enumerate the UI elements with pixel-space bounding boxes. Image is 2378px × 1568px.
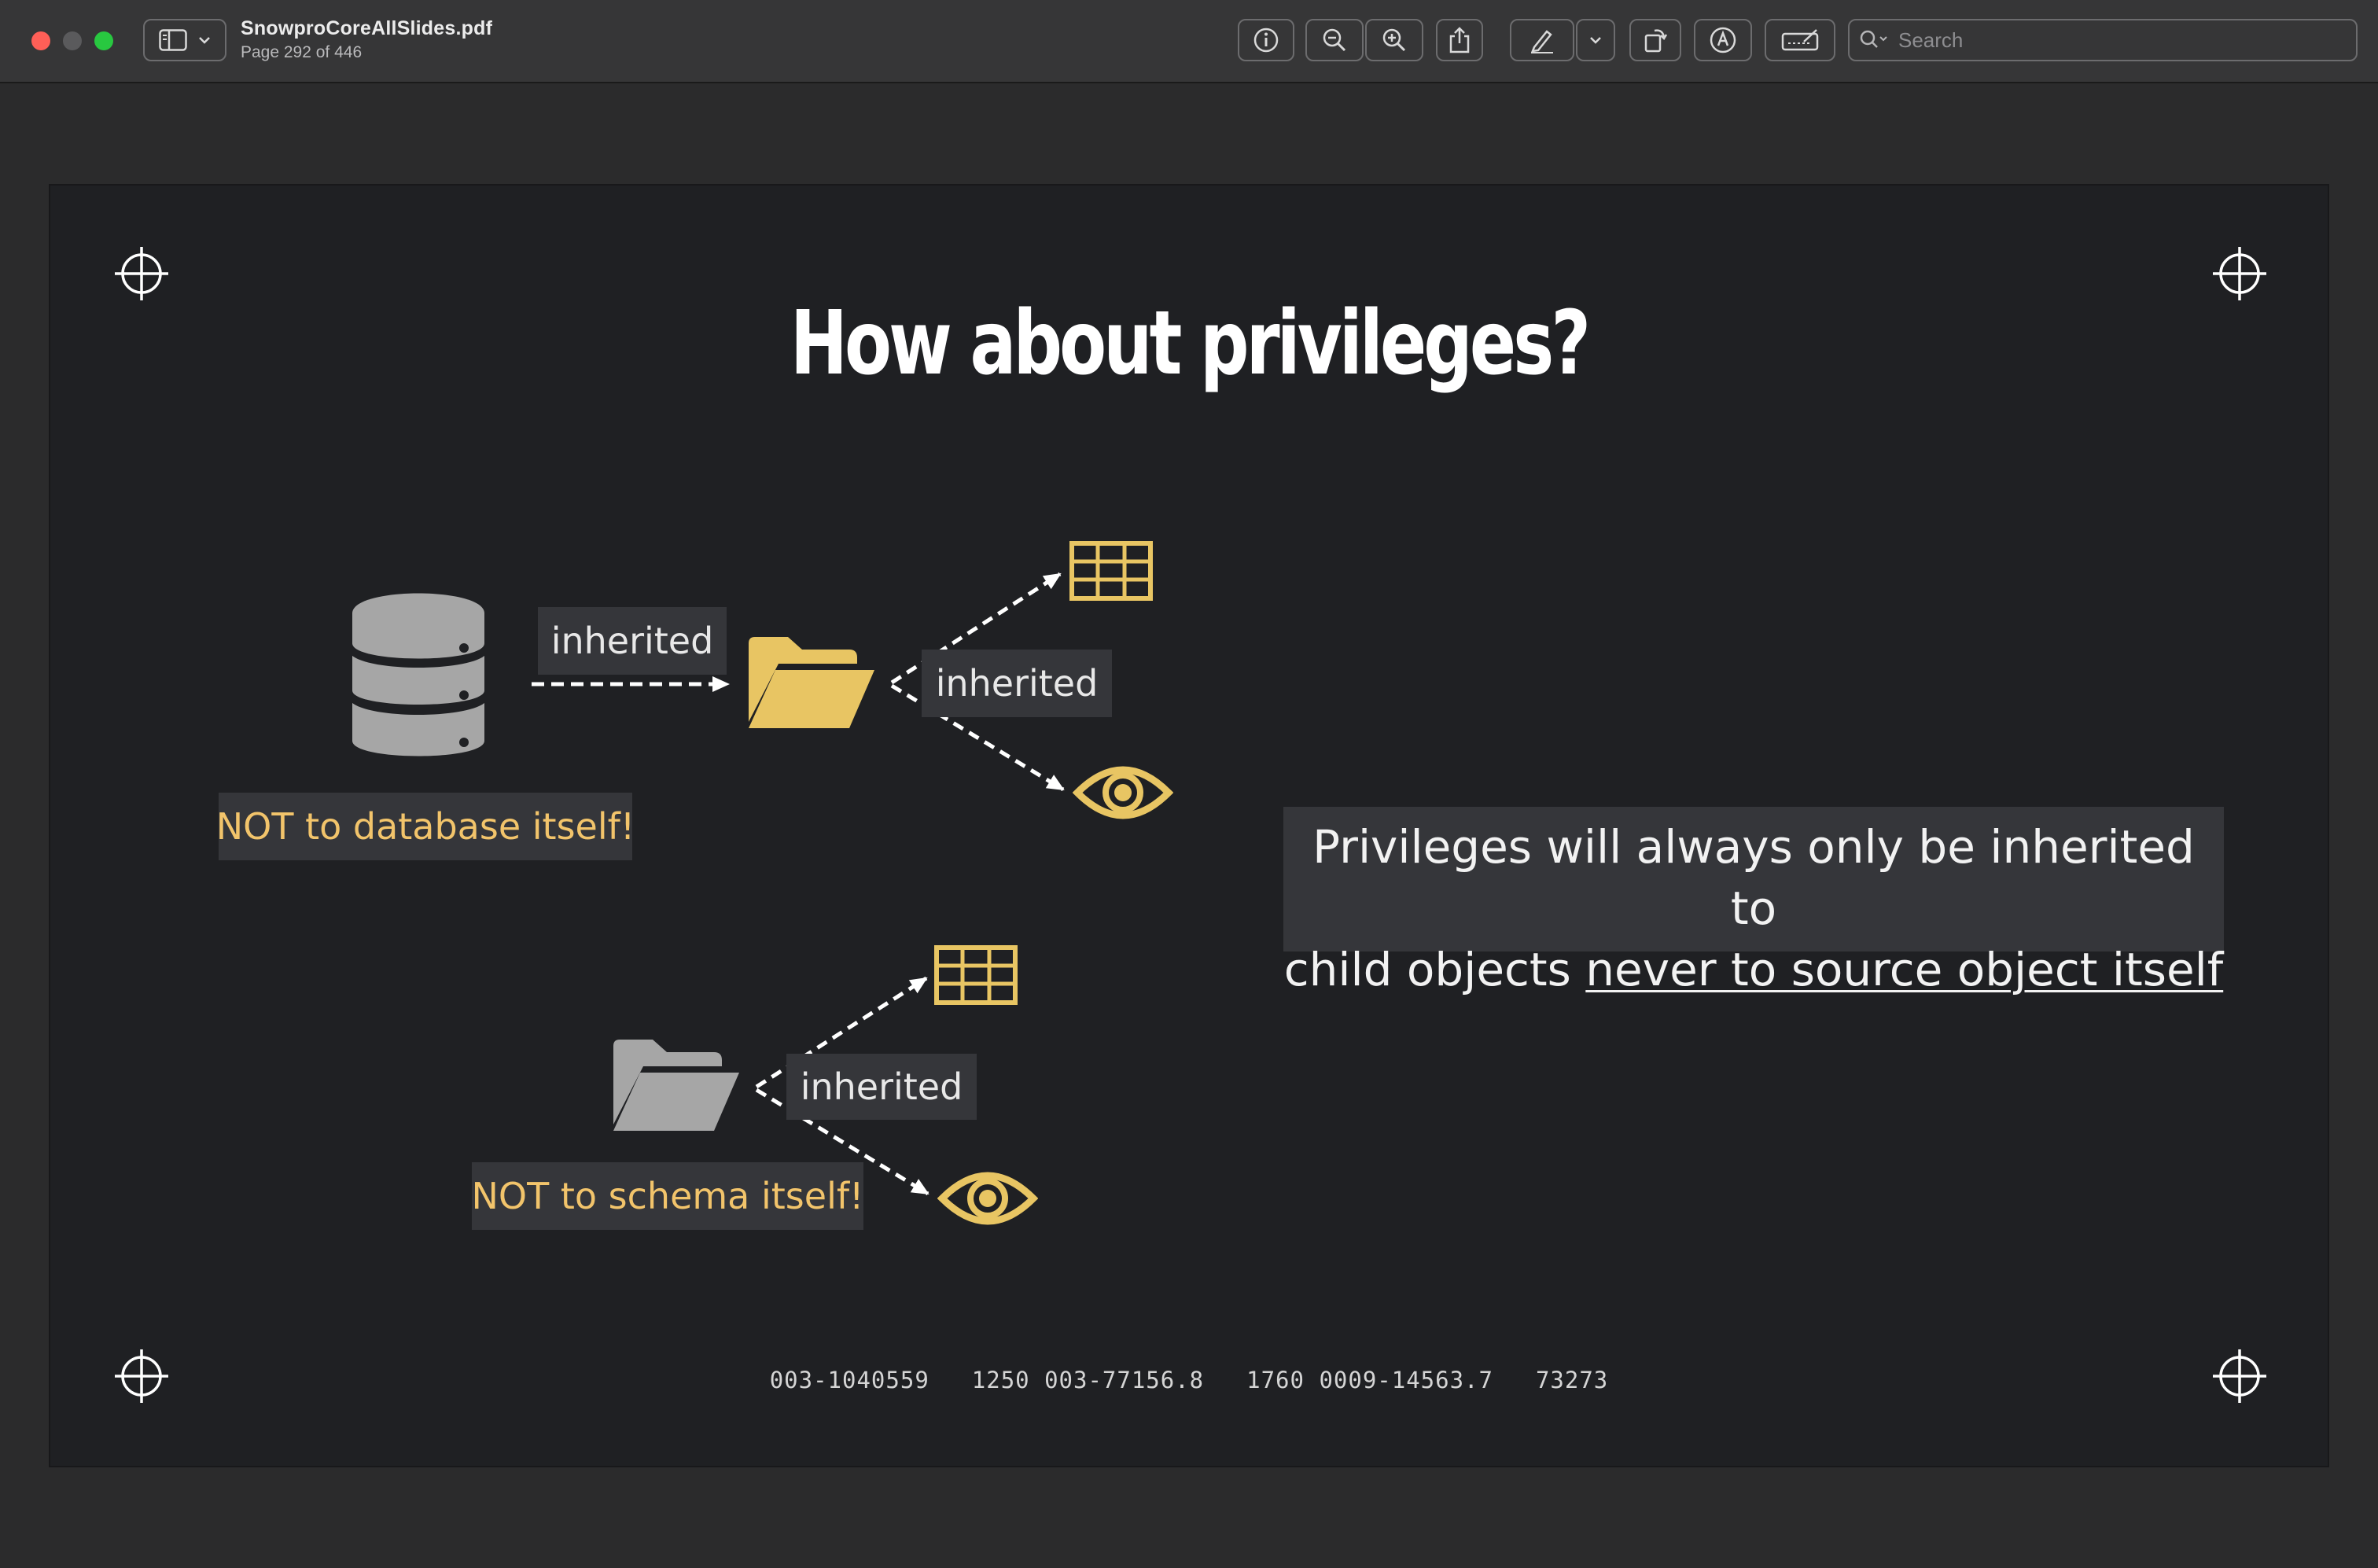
view-eye-icon (1073, 766, 1173, 819)
crosshair-icon (115, 247, 168, 300)
share-icon (1449, 27, 1470, 53)
rotate-icon (1644, 29, 1668, 53)
note-line-2: child objects never to source object its… (1283, 939, 2224, 1000)
privileges-note: Privileges will always only be inherited… (1283, 807, 2224, 996)
document-title: SnowproCoreAllSlides.pdf (241, 17, 493, 39)
chevron-down-icon (1590, 37, 1601, 44)
signature-button[interactable] (1765, 19, 1835, 61)
markup-circle-icon (1710, 27, 1736, 53)
zoom-in-icon (1382, 28, 1406, 52)
note-line-2-underlined: never to source object itself (1585, 943, 2224, 996)
window-titlebar: SnowproCoreAllSlides.pdf Page 292 of 446 (0, 0, 2378, 83)
info-icon (1253, 28, 1279, 53)
arrow-schema-to-view (890, 683, 1065, 792)
signature-icon (1781, 29, 1819, 51)
footer-code: 73273 (1535, 1367, 1609, 1393)
minimize-window-button[interactable] (63, 31, 82, 50)
slide-title: How about privileges? (790, 293, 1591, 395)
crosshair-icon (115, 1349, 168, 1403)
zoom-out-button[interactable] (1305, 19, 1364, 61)
rotate-button[interactable] (1629, 19, 1681, 61)
close-window-button[interactable] (31, 31, 50, 50)
inherited-label: inherited (922, 650, 1112, 717)
sidebar-toggle-button[interactable] (143, 19, 226, 61)
markup-options-button[interactable] (1576, 19, 1615, 61)
inherited-label: inherited (786, 1054, 977, 1120)
crosshair-icon (2213, 1349, 2266, 1403)
arrow-schema2-to-table (755, 976, 928, 1089)
zoom-window-button[interactable] (94, 31, 113, 50)
table-icon (1069, 541, 1153, 601)
footer-codes: 003-1040559 1250 003-77156.8 1760 0009-145… (50, 1367, 2328, 1393)
note-line-2-prefix: child objects (1283, 943, 1586, 996)
arrow-schema-to-table (890, 572, 1062, 685)
search-field[interactable] (1848, 19, 2358, 61)
sidebar-icon (159, 29, 187, 51)
page-indicator: Page 292 of 446 (241, 43, 363, 61)
footer-code: 1760 0009-14563.7 (1246, 1367, 1493, 1393)
info-button[interactable] (1238, 19, 1294, 61)
folder-icon (749, 637, 874, 728)
zoom-out-icon (1323, 28, 1346, 52)
zoom-in-button[interactable] (1365, 19, 1423, 61)
footer-code: 003-1040559 (769, 1367, 929, 1393)
inheritance-arrows (532, 572, 1065, 1196)
note-line-1: Privileges will always only be inherited… (1312, 820, 2195, 935)
chevron-down-icon (199, 37, 210, 44)
inherited-label: inherited (538, 607, 727, 675)
markup-pen-icon (1531, 30, 1553, 53)
database-icon (352, 593, 484, 756)
footer-code: 1250 003-77156.8 (971, 1367, 1205, 1393)
arrow-schema2-to-view (755, 1088, 929, 1196)
database-warning-label: NOT to database itself! (216, 793, 635, 860)
crosshair-icon (2213, 247, 2266, 300)
pdf-page: How about privileges? (50, 186, 2328, 1466)
markup-button[interactable] (1694, 19, 1752, 61)
view-eye-icon (937, 1172, 1038, 1225)
markup-pen-button[interactable] (1510, 19, 1574, 61)
folder-icon (613, 1040, 739, 1131)
share-button[interactable] (1436, 19, 1483, 61)
schema-warning-label: NOT to schema itself! (472, 1162, 864, 1230)
search-input[interactable] (1897, 27, 2340, 53)
table-icon (934, 945, 1018, 1005)
search-icon (1860, 30, 1887, 48)
